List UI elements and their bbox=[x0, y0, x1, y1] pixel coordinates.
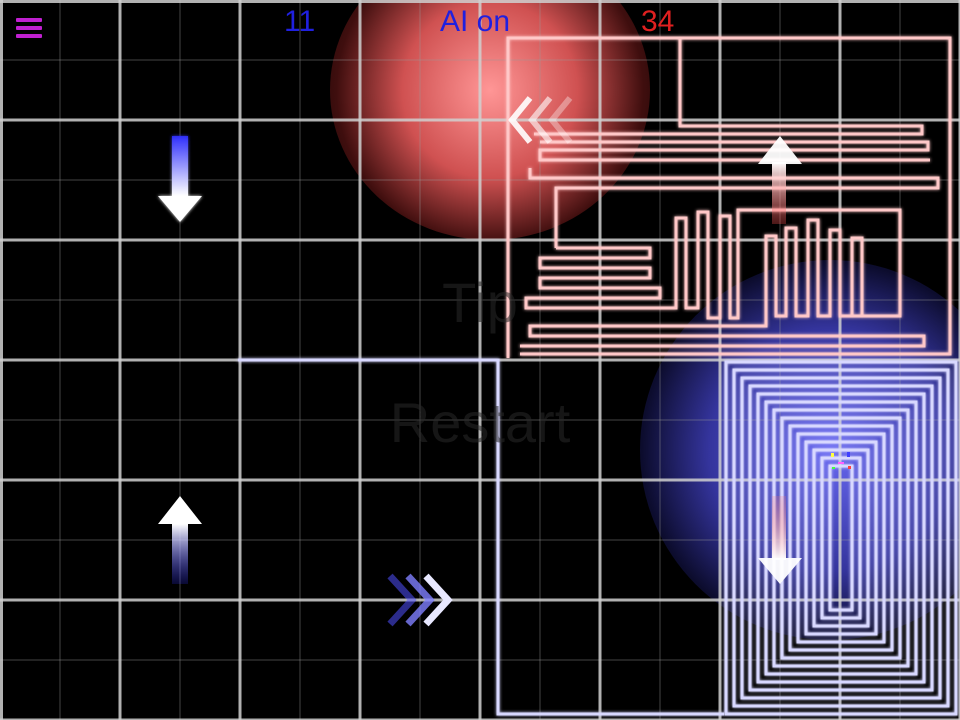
trail-segment bbox=[748, 384, 934, 692]
blue-player-head bbox=[831, 452, 851, 469]
trail-segment bbox=[820, 456, 862, 620]
trail-segment bbox=[764, 400, 918, 676]
trail-segment bbox=[796, 432, 886, 644]
triple-chevron-right-icon[interactable] bbox=[387, 573, 453, 627]
red-arrow-down-icon bbox=[758, 496, 802, 584]
restart-button[interactable]: Restart bbox=[389, 391, 571, 454]
triple-chevron-left-icon bbox=[508, 96, 573, 144]
trail-segment bbox=[756, 392, 926, 684]
hamburger-icon[interactable] bbox=[14, 16, 44, 40]
trail-segment bbox=[724, 360, 958, 716]
red-trail bbox=[506, 36, 952, 358]
trail-segment bbox=[740, 376, 942, 700]
trail-segment bbox=[732, 368, 950, 708]
trail-segment bbox=[828, 464, 854, 612]
blue-score: 11 bbox=[284, 5, 316, 38]
trail-segment bbox=[812, 448, 870, 628]
blue-trail bbox=[238, 358, 958, 716]
red-arrow-up-icon bbox=[758, 136, 802, 224]
trail-segment bbox=[804, 440, 878, 636]
arrow-down-icon[interactable] bbox=[158, 136, 202, 222]
tip-button[interactable]: Tip bbox=[442, 271, 518, 334]
ai-toggle-button[interactable]: AI on bbox=[440, 5, 511, 38]
red-score: 34 bbox=[641, 5, 675, 38]
blue-spiral bbox=[724, 360, 958, 716]
trail-segment bbox=[788, 424, 894, 652]
arrow-up-icon[interactable] bbox=[158, 496, 202, 584]
